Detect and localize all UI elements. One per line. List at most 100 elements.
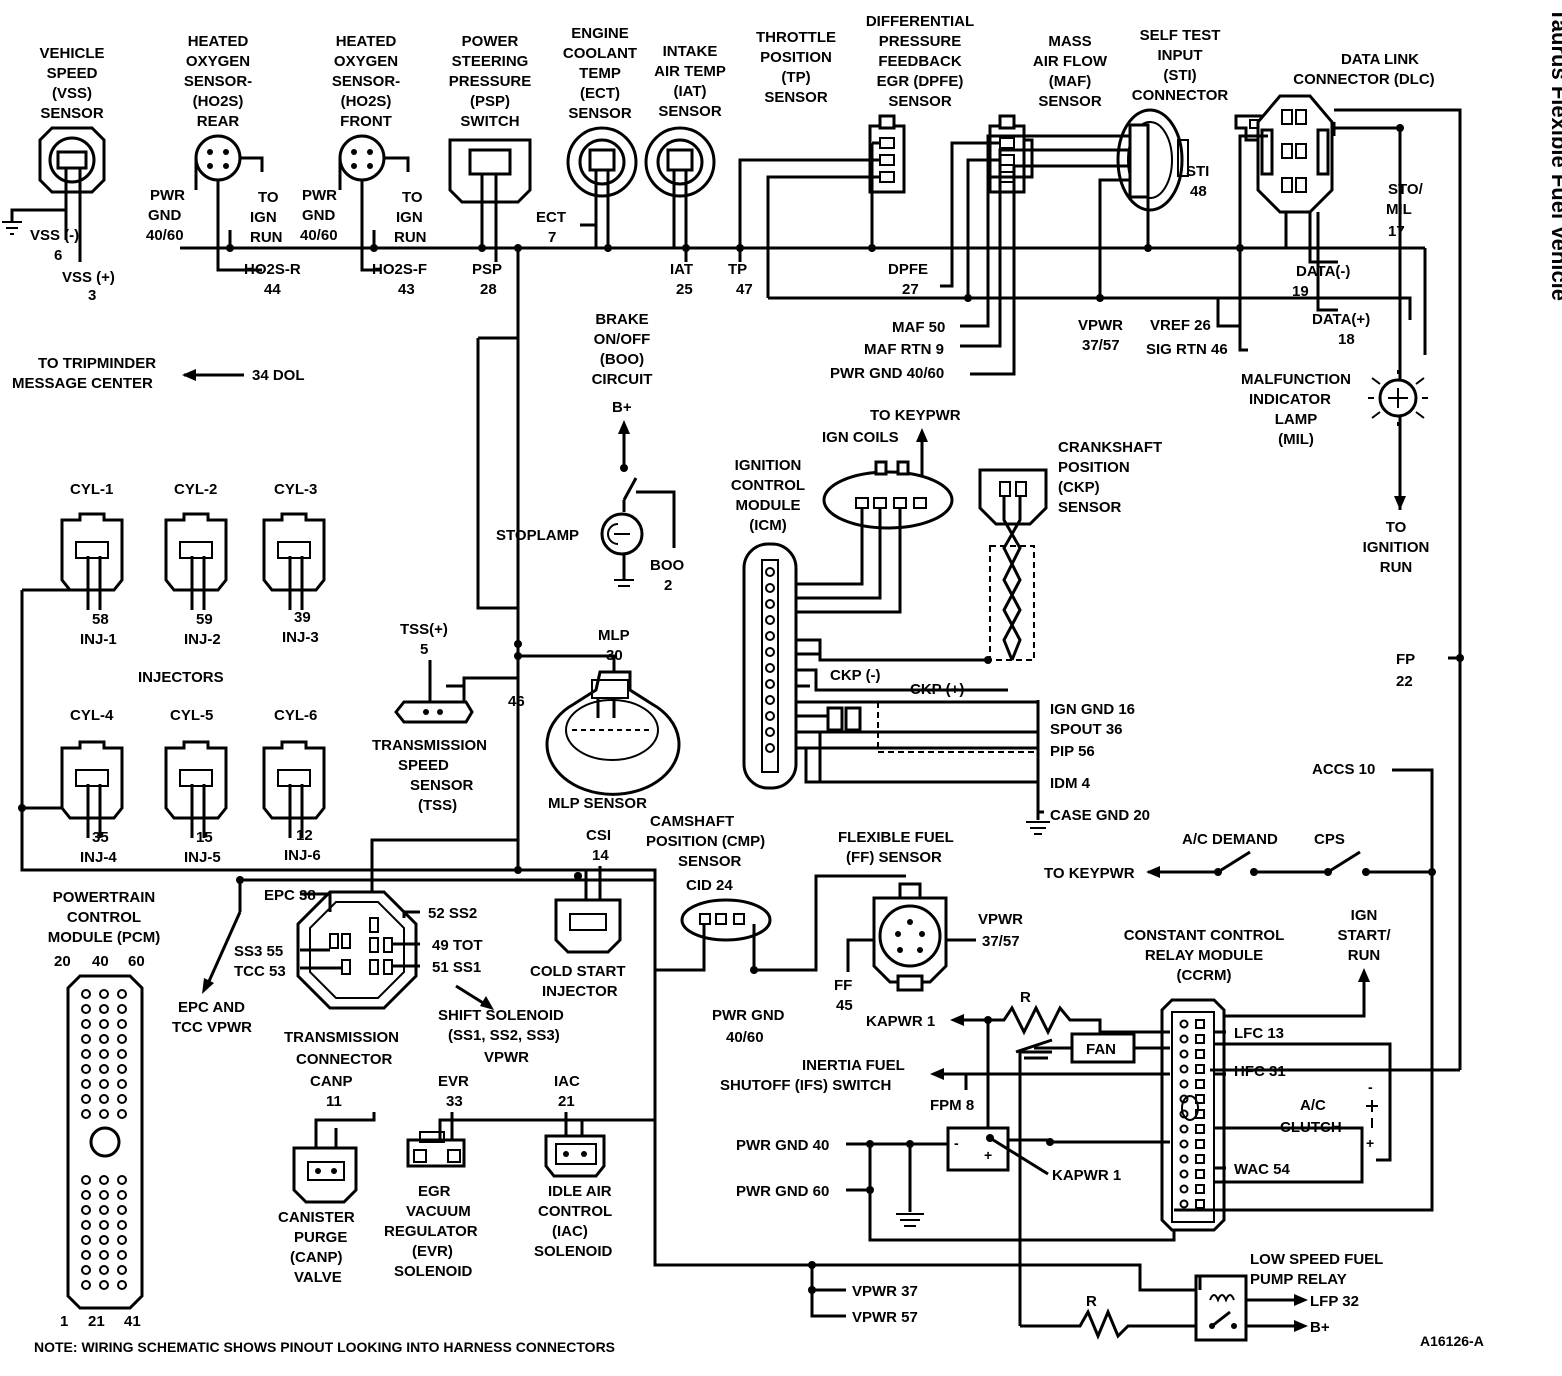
ckp-sensor: CRANKSHAFT POSITION (CKP) SENSOR [978,439,1162,664]
ccrm-pin [1195,1139,1205,1149]
svg-text:FF: FF [834,977,852,994]
svg-text:THROTTLE: THROTTLE [756,29,836,46]
mil-lamp: MALFUNCTION INDICATOR LAMP (MIL) TO IGNI… [1241,370,1429,576]
svg-text:48: 48 [1190,183,1207,200]
svg-text:INJ-3: INJ-3 [282,629,319,646]
pcm-pin [99,1049,109,1059]
svg-text:52 SS2: 52 SS2 [428,905,477,922]
svg-text:(EVR): (EVR) [412,1243,453,1260]
svg-text:TO KEYPWR: TO KEYPWR [1044,865,1135,882]
svg-text:MIL: MIL [1386,201,1412,218]
svg-text:(FF) SENSOR: (FF) SENSOR [846,849,942,866]
ccrm-pin [1195,1154,1205,1164]
pcm-pin [99,989,109,999]
pcm-pin [81,1250,91,1260]
svg-text:SPOUT 36: SPOUT 36 [1050,721,1123,738]
pcm-pin [99,1280,109,1290]
svg-text:TEMP: TEMP [579,65,621,82]
pcm-pin [81,1079,91,1089]
svg-text:TRANSMISSION: TRANSMISSION [284,1029,399,1046]
svg-text:HO2S-F: HO2S-F [372,261,427,278]
pcm-pin [117,1265,127,1275]
pcm-pin [99,1079,109,1089]
svg-text:CKP (+): CKP (+) [910,681,964,698]
pcm-pin [81,1265,91,1275]
svg-text:FAN: FAN [1086,1041,1116,1058]
pcm-pin [117,1049,127,1059]
pcm-pin [117,1019,127,1029]
svg-text:SENSOR: SENSOR [764,89,828,106]
icm-pin [765,599,775,609]
pcm-pin [117,1250,127,1260]
pcm-pin [81,1109,91,1119]
svg-text:44: 44 [264,281,281,298]
svg-text:ECT: ECT [536,209,566,226]
pcm-pin [81,1235,91,1245]
svg-text:RUN: RUN [250,229,283,246]
svg-text:MAF 50: MAF 50 [892,319,945,336]
svg-text:BRAKE: BRAKE [595,311,648,328]
tripminder: TO TRIPMINDER MESSAGE CENTER 34 DOL [12,355,305,392]
pcm-pin [117,1034,127,1044]
ccrm-pin [1195,1184,1205,1194]
svg-text:INERTIA FUEL: INERTIA FUEL [802,1057,905,1074]
icm-pin [765,743,775,753]
svg-text:CONNECTOR: CONNECTOR [296,1051,393,1068]
pcm-pin [117,1235,127,1245]
pcm-pin [117,989,127,999]
ccrm-pin [1179,1079,1189,1089]
svg-text:SENSOR: SENSOR [568,105,632,122]
svg-text:CASE GND 20: CASE GND 20 [1050,807,1150,824]
svg-text:VPWR 57: VPWR 57 [852,1309,918,1326]
svg-text:RUN: RUN [1380,559,1413,576]
cold-start-injector: CSI 14 COLD START INJECTOR [530,827,626,1000]
svg-text:49 TOT: 49 TOT [432,937,483,954]
svg-text:(PSP): (PSP) [470,93,510,110]
svg-text:CYL-2: CYL-2 [174,481,217,498]
svg-text:STO/: STO/ [1388,181,1424,198]
svg-text:SHIFT SOLENOID: SHIFT SOLENOID [438,1007,564,1024]
svg-text:SENSOR: SENSOR [888,93,952,110]
ccrm-pin [1179,1124,1189,1134]
svg-text:FPM 8: FPM 8 [930,1097,974,1114]
svg-text:PWR GND 40/60: PWR GND 40/60 [830,365,944,382]
svg-text:POWERTRAIN: POWERTRAIN [53,889,156,906]
svg-text:(ECT): (ECT) [580,85,620,102]
svg-text:EVR: EVR [438,1073,469,1090]
svg-text:RUN: RUN [394,229,427,246]
svg-text:TO TRIPMINDER: TO TRIPMINDER [38,355,156,372]
pcm-pin [81,1049,91,1059]
svg-text:FEEDBACK: FEEDBACK [878,53,962,70]
svg-text:SENSOR: SENSOR [1058,499,1122,516]
svg-text:SELF TEST: SELF TEST [1140,27,1221,44]
svg-text:INJ-4: INJ-4 [80,849,117,866]
tss-mlp: TSS(+) 5 46 TRANSMISSION SPEED SENSOR (T… [370,621,681,912]
svg-text:PWR GND 60: PWR GND 60 [736,1183,829,1200]
pcm-pin [99,1034,109,1044]
svg-text:SENSOR: SENSOR [40,105,104,122]
svg-text:MASS: MASS [1048,33,1091,50]
icm-pin [765,583,775,593]
svg-text:LOW SPEED FUEL: LOW SPEED FUEL [1250,1251,1383,1268]
pcm-pin [99,1190,109,1200]
vss-sensor: VEHICLE SPEED (VSS) SENSOR VSS (-) 6 VSS… [2,45,115,304]
svg-text:IGN GND 16: IGN GND 16 [1050,701,1135,718]
svg-text:15: 15 [196,829,213,846]
svg-text:LAMP: LAMP [1275,411,1318,428]
svg-text:SS3 55: SS3 55 [234,943,283,960]
pcm-pin [117,1004,127,1014]
svg-text:+: + [984,1147,992,1163]
svg-text:2: 2 [664,577,672,594]
ccrm-pin [1195,1019,1205,1029]
svg-text:POSITION: POSITION [1058,459,1130,476]
ccrm-pin [1195,1124,1205,1134]
ccrm-pin [1179,1184,1189,1194]
pcm-pin [81,1280,91,1290]
svg-text:22: 22 [1396,673,1413,690]
svg-text:CONNECTOR (DLC): CONNECTOR (DLC) [1293,71,1434,88]
pcm-pin [81,989,91,999]
svg-text:FRONT: FRONT [340,113,392,130]
